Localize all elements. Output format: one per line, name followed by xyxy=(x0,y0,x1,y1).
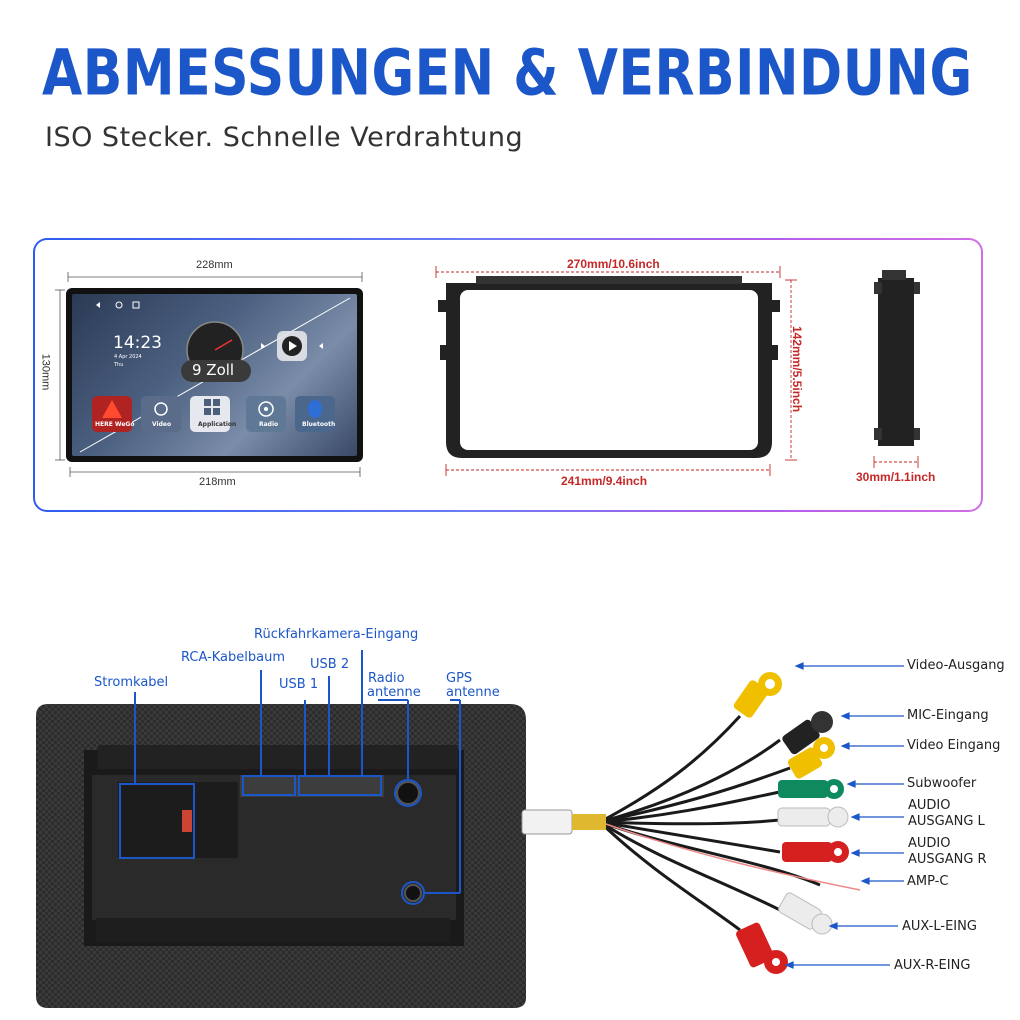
label-video-ausgang: Video-Ausgang xyxy=(907,658,1005,673)
bluetooth-icon xyxy=(308,400,322,418)
label-rca-kabelbaum: RCA-Kabelbaum xyxy=(181,650,286,665)
frame-width-top: 270mm/10.6inch xyxy=(567,257,660,271)
page-title: ABMESSUNGEN & VERBINDUNG xyxy=(42,37,973,111)
frame-width-bottom: 241mm/9.4inch xyxy=(561,474,648,488)
label-rueckfahrkamera: Rückfahrkamera-Eingang xyxy=(254,627,419,642)
label-audio-l-1: AUDIO xyxy=(908,798,951,813)
screen-width-top: 228mm xyxy=(196,259,233,271)
label-mic-eingang: MIC-Eingang xyxy=(907,708,989,723)
screen-date: 4 Apr 2024 xyxy=(114,354,142,360)
app-video xyxy=(141,396,181,432)
screen-day: Thu xyxy=(114,362,124,368)
label-audio-r-1: AUDIO xyxy=(908,836,951,851)
app-label-bluetooth: Bluetooth xyxy=(302,421,336,428)
label-aux-r: AUX-R-EING xyxy=(894,958,971,973)
label-audio-l-2: AUSGANG L xyxy=(908,814,985,829)
label-gps-line2: antenne xyxy=(446,685,500,700)
label-stromkabel: Stromkabel xyxy=(94,675,169,690)
navigation-icon xyxy=(102,400,122,418)
label-video-eingang: Video Eingang xyxy=(907,738,1001,753)
label-usb2: USB 2 xyxy=(310,657,350,672)
label-audio-r-2: AUSGANG R xyxy=(908,852,987,867)
video-icon xyxy=(154,402,168,416)
app-label-video: Video xyxy=(152,421,172,428)
label-subwoofer: Subwoofer xyxy=(907,776,977,791)
label-amp-c: AMP-C xyxy=(907,874,949,889)
screen-width-bottom: 218mm xyxy=(199,476,236,488)
app-label-application: Application xyxy=(198,421,237,428)
apps-icon xyxy=(204,399,211,406)
label-radio-line2: antenne xyxy=(367,685,421,700)
screen-time: 14:23 xyxy=(113,333,162,353)
size-badge xyxy=(181,360,251,382)
label-gps-line1: GPS xyxy=(446,671,473,686)
label-radio-line1: Radio xyxy=(368,671,405,686)
size-badge-label: 9 Zoll xyxy=(192,361,235,379)
page-subtitle: ISO Stecker. Schnelle Verdrahtung xyxy=(45,122,524,153)
label-usb1: USB 1 xyxy=(279,677,319,692)
depth-dimension: 30mm/1.1inch xyxy=(856,470,936,484)
label-aux-l: AUX-L-EING xyxy=(902,919,977,934)
app-label-radio: Radio xyxy=(259,421,279,428)
radio-icon xyxy=(258,401,274,417)
app-label-navigation: HERE WeGo xyxy=(95,421,135,428)
